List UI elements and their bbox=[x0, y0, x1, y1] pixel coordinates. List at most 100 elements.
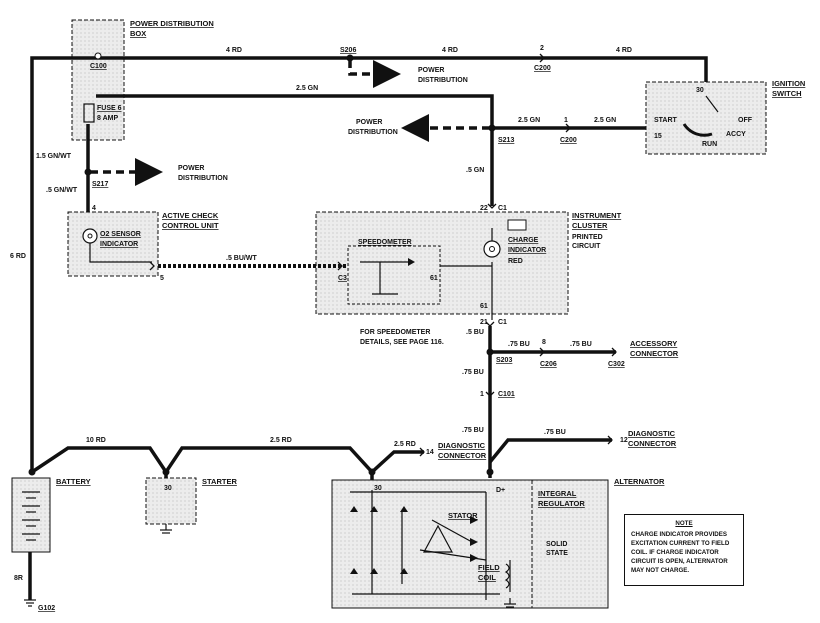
ignition-start: START bbox=[654, 117, 678, 124]
starter-box bbox=[145, 477, 197, 525]
c100-terminal bbox=[94, 52, 102, 60]
rectifier-diodes bbox=[350, 506, 478, 574]
battery-box bbox=[11, 477, 51, 553]
power-distribution-box bbox=[71, 19, 125, 141]
pin-starter-30: 30 bbox=[164, 485, 172, 492]
cluster-capacitor-icon bbox=[507, 219, 527, 231]
power-distribution-1-a: POWER bbox=[418, 67, 444, 74]
diagnostic-connector-14-label-2: CONNECTOR bbox=[438, 451, 487, 460]
speedometer-label: SPEEDOMETER bbox=[358, 239, 412, 246]
wire-05buwt: .5 BU/WT bbox=[226, 255, 257, 262]
pin-diag-14: 14 bbox=[426, 449, 434, 456]
ground-symbols bbox=[24, 524, 516, 608]
wire-075bu-b: .75 BU bbox=[570, 341, 592, 348]
solid-state-label-1: SOLID bbox=[546, 541, 567, 548]
power-distribution-box-label-2: BOX bbox=[130, 29, 146, 38]
c100-label: C100 bbox=[90, 63, 107, 70]
wire-05gnwt: .5 GN/WT bbox=[46, 187, 78, 194]
pin-ac-4: 4 bbox=[92, 205, 96, 212]
wire-075bu-c: .75 BU bbox=[462, 369, 484, 376]
pin-c206-8: 8 bbox=[542, 339, 546, 346]
wire-25rd-b: 2.5 RD bbox=[394, 441, 416, 448]
accessory-connector-label-1: ACCESSORY bbox=[630, 339, 677, 348]
charge-indicator-label-1: CHARGE bbox=[508, 237, 539, 244]
s206-label: S206 bbox=[340, 47, 356, 54]
c3-label: C3 bbox=[338, 275, 347, 282]
wire-25gn-b: 2.5 GN bbox=[594, 117, 616, 124]
active-check-label-2: CONTROL UNIT bbox=[162, 221, 219, 230]
s217-label: S217 bbox=[92, 181, 108, 188]
power-distribution-3-b: DISTRIBUTION bbox=[178, 175, 228, 182]
wires bbox=[28, 56, 708, 600]
note-line-2: EXCITATION CURRENT TO FIELD bbox=[631, 540, 730, 547]
pin-c1-21: 21 bbox=[480, 319, 488, 326]
alternator-label: ALTERNATOR bbox=[614, 477, 665, 486]
note-line-1: CHARGE INDICATOR PROVIDES bbox=[631, 531, 728, 538]
starter-label: STARTER bbox=[202, 477, 237, 486]
note-title: NOTE bbox=[675, 520, 693, 527]
s203-label: S203 bbox=[496, 357, 512, 364]
battery-label: BATTERY bbox=[56, 477, 91, 486]
ignition-switch-label-1: IGNITION bbox=[772, 79, 805, 88]
red-label: RED bbox=[508, 258, 523, 265]
speedo-reference-2: DETAILS, SEE PAGE 116. bbox=[360, 339, 444, 346]
power-distribution-1-b: DISTRIBUTION bbox=[418, 77, 468, 84]
o2-indicator-label-2: INDICATOR bbox=[100, 241, 138, 248]
c200-mid-label: C200 bbox=[560, 137, 577, 144]
charge-indicator-lamp bbox=[483, 240, 501, 258]
wire-4rd-c: 4 RD bbox=[616, 47, 632, 54]
printed-circuit-label-1: PRINTED bbox=[572, 234, 603, 241]
active-check-control-unit-box bbox=[67, 211, 159, 277]
note-line-5: MAY NOT CHARGE. bbox=[631, 567, 690, 574]
power-distribution-branches bbox=[90, 60, 490, 186]
c200-top-label: C200 bbox=[534, 65, 551, 72]
wire-075bu-a: .75 BU bbox=[508, 341, 530, 348]
connector-chevrons bbox=[149, 53, 617, 457]
ignition-pin-30: 30 bbox=[696, 87, 704, 94]
speedo-reference-1: FOR SPEEDOMETER bbox=[360, 329, 430, 336]
charge-indicator-label-2: INDICATOR bbox=[508, 247, 546, 254]
field-coil-label-2: COIL bbox=[478, 573, 496, 582]
wire-075bu-e: .75 BU bbox=[544, 429, 566, 436]
wire-075bu-d: .75 BU bbox=[462, 427, 484, 434]
pin-alt-dplus: D+ bbox=[496, 487, 505, 494]
ignition-pin-15: 15 bbox=[654, 133, 662, 140]
diagnostic-connector-14-label-1: DIAGNOSTIC bbox=[438, 441, 486, 450]
o2-sensor-lamp bbox=[82, 228, 98, 244]
wire-25rd-a: 2.5 RD bbox=[270, 437, 292, 444]
c1-bottom-label: C1 bbox=[498, 319, 507, 326]
instrument-cluster-label-1: INSTRUMENT bbox=[572, 211, 622, 220]
power-distribution-3-a: POWER bbox=[178, 165, 204, 172]
wire-05gn: .5 GN bbox=[466, 167, 484, 174]
wire-4rd-b: 4 RD bbox=[442, 47, 458, 54]
fuse-label-1: FUSE 6 bbox=[97, 105, 122, 112]
pin-ac-5: 5 bbox=[160, 275, 164, 282]
ignition-switch-rotor bbox=[682, 123, 713, 137]
note-line-4: CIRCUIT IS OPEN, ALTERNATOR bbox=[631, 558, 728, 565]
instrument-cluster-label-2: CLUSTER bbox=[572, 221, 608, 230]
solid-state-label-2: STATE bbox=[546, 550, 568, 557]
wire-25gn-a: 2.5 GN bbox=[518, 117, 540, 124]
splice-points bbox=[28, 54, 496, 476]
pin-diag-12: 12 bbox=[620, 437, 628, 444]
speedo-diode-icon bbox=[408, 258, 415, 266]
pin-c1-22: 22 bbox=[480, 205, 488, 212]
power-distribution-box-label-1: POWER DISTRIBUTION bbox=[130, 19, 214, 28]
ignition-run: RUN bbox=[702, 141, 717, 148]
printed-circuit-label-2: CIRCUIT bbox=[572, 243, 601, 250]
wire-10rd: 10 RD bbox=[86, 437, 106, 444]
diagnostic-connector-12-label-2: CONNECTOR bbox=[628, 439, 677, 448]
o2-indicator-label-1: O2 SENSOR bbox=[100, 231, 141, 238]
stator-label: STATOR bbox=[448, 511, 478, 520]
pin-c200-1: 1 bbox=[564, 117, 568, 124]
note-box: NOTE CHARGE INDICATOR PROVIDES EXCITATIO… bbox=[624, 514, 744, 586]
note-line-3: COIL. IF CHARGE INDICATOR bbox=[631, 549, 719, 556]
battery-cells bbox=[22, 491, 40, 541]
field-coil-symbol bbox=[504, 563, 510, 589]
wire-25gn-top: 2.5 GN bbox=[296, 85, 318, 92]
pin-cluster-61: 61 bbox=[480, 303, 488, 310]
fuse-label-2: 8 AMP bbox=[97, 115, 118, 122]
ignition-accy: ACCY bbox=[726, 131, 746, 138]
internal-wiring bbox=[83, 103, 511, 600]
stator-coil bbox=[422, 524, 454, 553]
